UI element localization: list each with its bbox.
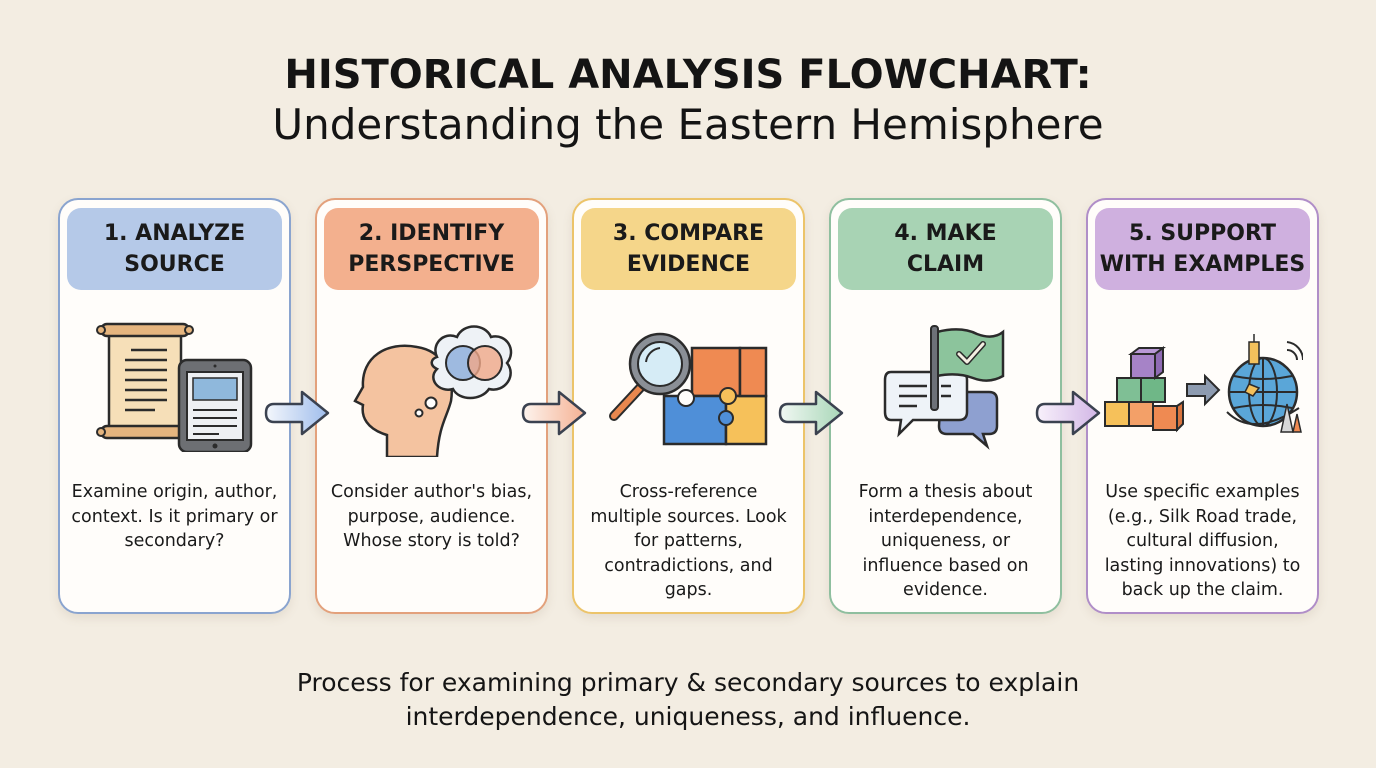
magnifier-puzzle-icon <box>574 312 803 462</box>
step-card-make-claim: 4. MAKE CLAIM Form a thesis about interd… <box>829 198 1062 614</box>
arrow-right-icon <box>264 390 330 436</box>
step-description: Use specific examples (e.g., Silk Road t… <box>1104 482 1301 600</box>
step-title-line: WITH EXAMPLES <box>1099 252 1306 277</box>
arrow-right-icon <box>778 390 844 436</box>
step-title-line: CLAIM <box>906 252 985 277</box>
footer-caption: Process for examining primary & secondar… <box>0 666 1376 734</box>
step-header: 1. ANALYZE SOURCE <box>67 208 282 290</box>
step-header: 5. SUPPORT WITH EXAMPLES <box>1095 208 1310 290</box>
step-card-analyze-source: 1. ANALYZE SOURCE <box>58 198 291 614</box>
step-description: Consider author's bias, purpose, audienc… <box>330 482 533 551</box>
step-description: Form a thesis about interdependence, uni… <box>858 482 1033 600</box>
step-header: 2. IDENTIFY PERSPECTIVE <box>324 208 539 290</box>
step-title-line: 3. COMPARE <box>612 221 765 246</box>
step-card-identify-perspective: 2. IDENTIFY PERSPECTIVE Consider author'… <box>315 198 548 614</box>
arrow-right-icon <box>521 390 587 436</box>
step-title-line: 5. SUPPORT <box>1129 221 1276 246</box>
step-title-line: PERSPECTIVE <box>348 252 515 277</box>
scroll-and-tablet-icon <box>60 312 289 462</box>
footer-line-2: interdependence, uniqueness, and influen… <box>405 702 971 731</box>
step-title-line: SOURCE <box>124 252 225 277</box>
step-title-line: 4. MAKE <box>894 221 997 246</box>
step-description: Examine origin, author, context. Is it p… <box>71 482 278 551</box>
step-title-line: 1. ANALYZE <box>103 221 246 246</box>
blocks-to-globe-icon <box>1088 312 1317 462</box>
head-with-thought-cloud-icon <box>317 312 546 462</box>
flag-chat-bubbles-icon <box>831 312 1060 462</box>
step-description: Cross-reference multiple sources. Look f… <box>590 482 787 600</box>
step-card-support-with-examples: 5. SUPPORT WITH EXAMPLES <box>1086 198 1319 614</box>
step-title-line: 2. IDENTIFY <box>358 221 505 246</box>
step-title-line: EVIDENCE <box>626 252 751 277</box>
arrow-right-icon <box>1035 390 1101 436</box>
step-header: 3. COMPARE EVIDENCE <box>581 208 796 290</box>
step-header: 4. MAKE CLAIM <box>838 208 1053 290</box>
title-line-1: HISTORICAL ANALYSIS FLOWCHART: <box>284 52 1092 98</box>
footer-line-1: Process for examining primary & secondar… <box>296 668 1080 697</box>
title-line-2: Understanding the Eastern Hemisphere <box>272 100 1104 149</box>
step-card-compare-evidence: 3. COMPARE EVIDENCE Cross-reference mult… <box>572 198 805 614</box>
